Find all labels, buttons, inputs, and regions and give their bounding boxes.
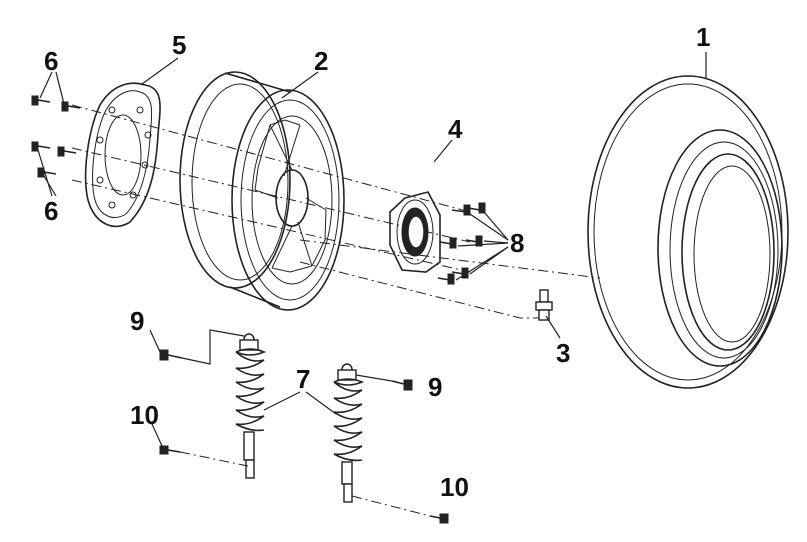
valve-stem xyxy=(538,309,550,321)
shock-left-body xyxy=(243,431,255,461)
shock-left-spring xyxy=(235,348,267,432)
flange-bolt-5 xyxy=(437,273,455,285)
callout-disc-bolts-lower: 6 xyxy=(44,196,58,226)
hub-flange-center xyxy=(407,215,425,249)
hub-flange-body xyxy=(389,191,441,273)
axis-line-upper xyxy=(71,104,471,213)
leader-shock-pin-left xyxy=(151,423,163,447)
shock-bolt-right xyxy=(355,374,413,391)
valve-cap xyxy=(539,289,549,303)
callout-disc-bolts-upper: 6 xyxy=(44,46,58,76)
hub-flange xyxy=(389,191,441,273)
shock-left-bottom-mount xyxy=(245,459,255,479)
hub-flange-ring xyxy=(396,199,434,265)
leader-shock-left xyxy=(263,391,301,411)
callout-tire: 1 xyxy=(696,22,710,52)
tire-outer-edge xyxy=(587,75,789,389)
leader-disc-bolt-2 xyxy=(55,71,65,105)
leader-valve xyxy=(545,315,561,339)
callout-flange-bolts: 8 xyxy=(510,228,524,258)
shock-left-top-mount xyxy=(239,339,259,351)
shock-pin-left xyxy=(159,445,249,467)
callout-shock-absorbers: 7 xyxy=(296,364,310,394)
tire-bead-inner xyxy=(681,153,775,351)
callout-brake-disc: 5 xyxy=(172,30,186,60)
brake-disc-center xyxy=(104,114,142,196)
disc-bolt-1 xyxy=(31,95,51,106)
callout-shock-pin-left: 10 xyxy=(130,400,159,430)
leader-rim xyxy=(281,71,319,99)
leader-lines xyxy=(37,52,707,447)
disc-bolt-4 xyxy=(57,146,77,157)
shock-absorber-left xyxy=(235,333,267,479)
shock-right-spring xyxy=(333,378,365,462)
leader-flange-bolt-1 xyxy=(469,213,509,241)
callout-valve: 3 xyxy=(556,338,570,368)
disc-bolt-3 xyxy=(31,141,51,152)
tire-bead-outer xyxy=(657,129,783,367)
callout-shock-bolt-left: 9 xyxy=(130,306,144,336)
leader-flange-bolt-6 xyxy=(469,246,509,275)
shock-right-bottom-mount xyxy=(343,483,353,503)
rim-top-edge xyxy=(224,72,291,93)
tire-bead-mid xyxy=(669,141,779,359)
shock-absorber-right xyxy=(333,363,365,503)
callout-rim: 2 xyxy=(314,46,328,76)
flange-bolts xyxy=(437,202,486,285)
tire-bead-core xyxy=(693,165,771,343)
rim-spokes xyxy=(254,119,327,273)
shock-pin-right xyxy=(351,495,449,524)
leader-disc-bolt-3 xyxy=(37,149,53,197)
leader-flange-bolt-2 xyxy=(483,211,509,241)
callout-shock-pin-right: 10 xyxy=(440,472,469,502)
leader-disc-bolt-1 xyxy=(39,71,53,99)
disc-bolt-2 xyxy=(61,101,81,112)
flange-bolt-2 xyxy=(467,202,486,214)
valve xyxy=(535,289,553,321)
valve-nut xyxy=(535,301,553,311)
leader-hub-flange xyxy=(433,139,453,163)
shock-right-body xyxy=(341,461,353,485)
leader-flange-bolt-4 xyxy=(483,240,509,244)
callout-shock-bolt-right: 9 xyxy=(428,372,442,402)
brake-disc-holes xyxy=(96,106,152,209)
rim xyxy=(179,71,345,311)
leader-shock-right xyxy=(305,391,337,415)
brake-disc-outer xyxy=(84,82,161,228)
callout-labels: 1 2 3 4 5 6 6 7 8 9 9 10 10 xyxy=(44,22,710,502)
flange-bolt-3 xyxy=(439,237,457,249)
disc-bolts xyxy=(31,95,81,178)
tire-tread-line xyxy=(593,83,783,381)
flange-bolt-4 xyxy=(465,235,483,247)
shock-bolt-left xyxy=(159,329,245,365)
rim-front-lip xyxy=(240,99,340,301)
flange-bolt-1 xyxy=(451,204,471,216)
disc-bolt-5 xyxy=(37,167,57,178)
assembly-axes xyxy=(71,104,601,319)
shock-left-top-eye xyxy=(243,333,255,341)
leader-flange-bolt-3 xyxy=(457,242,509,247)
axis-line-valve xyxy=(299,261,545,319)
shock-right-top-eye xyxy=(341,363,353,371)
rim-bottom-edge xyxy=(229,286,281,308)
leader-brake-disc xyxy=(141,57,179,85)
leader-disc-bolt-4 xyxy=(43,175,57,197)
rim-front-flange xyxy=(231,89,345,311)
rim-hub xyxy=(275,169,309,227)
brake-disc xyxy=(84,82,161,228)
callout-hub-flange: 4 xyxy=(448,114,463,144)
rim-back-lip xyxy=(191,83,289,281)
brake-disc-inner-edge xyxy=(92,90,153,218)
rim-back-flange xyxy=(179,71,291,289)
rim-inner-ring xyxy=(251,115,333,285)
tire xyxy=(587,75,789,389)
leader-shock-bolt-left xyxy=(149,329,161,353)
